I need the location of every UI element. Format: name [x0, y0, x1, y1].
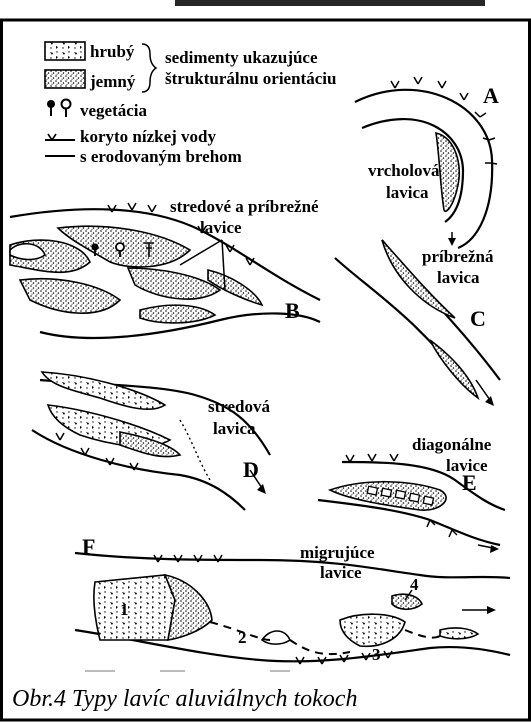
- legend-channel-line1: koryto nízkej vody: [80, 127, 217, 146]
- panel-f: F migrujúce lavice 1 2 3 4: [75, 534, 510, 664]
- panel-a-label-line1: vrcholová: [368, 161, 440, 180]
- figure-caption: Obr.4 Typy lavíc aluviálnych tokoch: [12, 686, 357, 712]
- panel-b-label-line1: stredové a príbrežné: [170, 197, 319, 216]
- panel-f-label-line2: lavice: [320, 563, 362, 582]
- panel-a-flow-arrow: [448, 238, 456, 246]
- legend-coarse-label: hrubý: [90, 42, 135, 61]
- panel-f-bar-3: [340, 614, 405, 646]
- panel-f-bar-5: [440, 628, 478, 639]
- panel-c: C príbrežná lavica: [335, 240, 500, 406]
- panel-c-lower-bar: [430, 340, 478, 398]
- eroded-bank-icon: [45, 134, 75, 156]
- panel-b: B stredové a príbrežné lavice: [10, 197, 320, 338]
- panel-c-label-line1: príbrežná: [422, 247, 494, 266]
- panel-b-bar-3: [20, 279, 120, 313]
- panel-f-upper-bank: [75, 553, 510, 578]
- panel-d-label-line2: lavica: [213, 419, 256, 438]
- panel-f-bar-1-coarse: [94, 575, 175, 640]
- panel-f-number-3: 3: [372, 645, 381, 664]
- panel-d-flow-arrow: [257, 484, 266, 494]
- panel-a: A vrcholová lavica: [355, 77, 499, 248]
- panel-f-number-4: 4: [410, 575, 419, 594]
- legend-brace: [142, 44, 156, 92]
- panel-c-label-line2: lavica: [437, 268, 480, 287]
- panel-b-letter: B: [285, 298, 300, 323]
- legend-coarse-swatch: [45, 42, 85, 60]
- panel-a-label-line2: lavica: [386, 183, 429, 202]
- panel-b-bar-4: [128, 268, 220, 299]
- panel-b-bar-5: [140, 305, 215, 323]
- panel-d-letter: D: [243, 457, 259, 482]
- panel-f-number-1: 1: [120, 600, 129, 619]
- panel-f-migration-path-2: [290, 640, 350, 654]
- panel-f-label-line1: migrujúce: [300, 543, 375, 562]
- legend-vegetation-label: vegetácia: [80, 101, 148, 120]
- legend-fine-swatch: [45, 70, 85, 88]
- legend-sediments-line2: štrukturálnu orientáciu: [165, 69, 336, 88]
- panel-a-letter: A: [483, 83, 499, 108]
- panel-d: D stredová lavica: [32, 372, 271, 510]
- vegetation-icon: [47, 100, 71, 118]
- legend-fine-label: jemný: [89, 72, 136, 91]
- panel-d-label-line1: stredová: [208, 397, 271, 416]
- panel-f-flow-arrow: [487, 606, 496, 614]
- panel-c-flow-arrow: [485, 396, 494, 406]
- legend: hrubý jemný sedimenty ukazujúce štruktur…: [45, 42, 336, 166]
- panel-f-migration-path-3: [405, 630, 440, 638]
- panel-b-label-line2: lavice: [200, 218, 242, 237]
- panel-f-letter: F: [82, 534, 95, 559]
- legend-sediments-line1: sedimenty ukazujúce: [165, 48, 318, 67]
- panel-e: E diagonálne lavice: [318, 435, 505, 553]
- panel-f-number-2: 2: [238, 628, 247, 647]
- panel-d-dotted-edge: [180, 420, 210, 480]
- cropped-top-text: [175, 0, 485, 6]
- panel-e-label-line1: diagonálne: [412, 435, 492, 454]
- panel-c-letter: C: [470, 306, 486, 331]
- panel-f-bar-2: [262, 631, 290, 644]
- panel-e-flow-arrow: [490, 545, 499, 553]
- panel-d-upper-bar: [42, 372, 165, 409]
- legend-channel-line2: s erodovaným brehom: [80, 147, 242, 166]
- panel-e-label-line2: lavice: [446, 456, 488, 475]
